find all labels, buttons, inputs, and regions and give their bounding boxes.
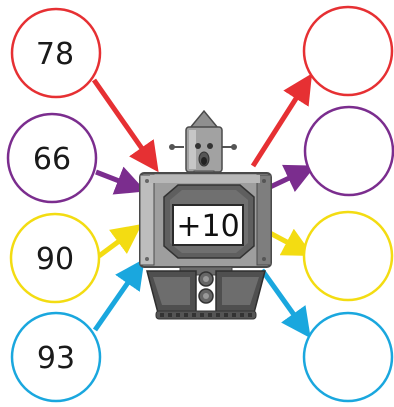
input-value-2: 66	[33, 142, 71, 177]
input-circle-2: 66	[6, 112, 98, 204]
output-circle-4[interactable]	[302, 311, 394, 403]
output-circle-2[interactable]	[303, 105, 394, 197]
operation-label-box	[172, 204, 244, 246]
input-arrow-1	[91, 78, 159, 173]
output-arrow-1	[250, 73, 313, 168]
input-arrow-2	[95, 166, 146, 195]
robot-machine: +10	[139, 109, 272, 320]
input-value-3: 90	[36, 242, 74, 277]
input-circle-4: 93	[10, 311, 102, 403]
input-arrow-4	[92, 258, 145, 332]
output-circle-1[interactable]	[302, 5, 394, 97]
output-arrow-4	[259, 268, 311, 339]
input-value-1: 78	[36, 37, 74, 72]
input-circle-3: 90	[9, 212, 101, 304]
output-circle-3[interactable]	[302, 210, 394, 302]
input-arrow-3	[97, 224, 143, 259]
operation-label: +10	[176, 209, 239, 244]
input-value-4: 93	[37, 341, 75, 376]
output-arrow-3	[266, 228, 314, 257]
input-circle-1: 78	[10, 7, 102, 99]
output-arrow-2	[266, 164, 316, 192]
